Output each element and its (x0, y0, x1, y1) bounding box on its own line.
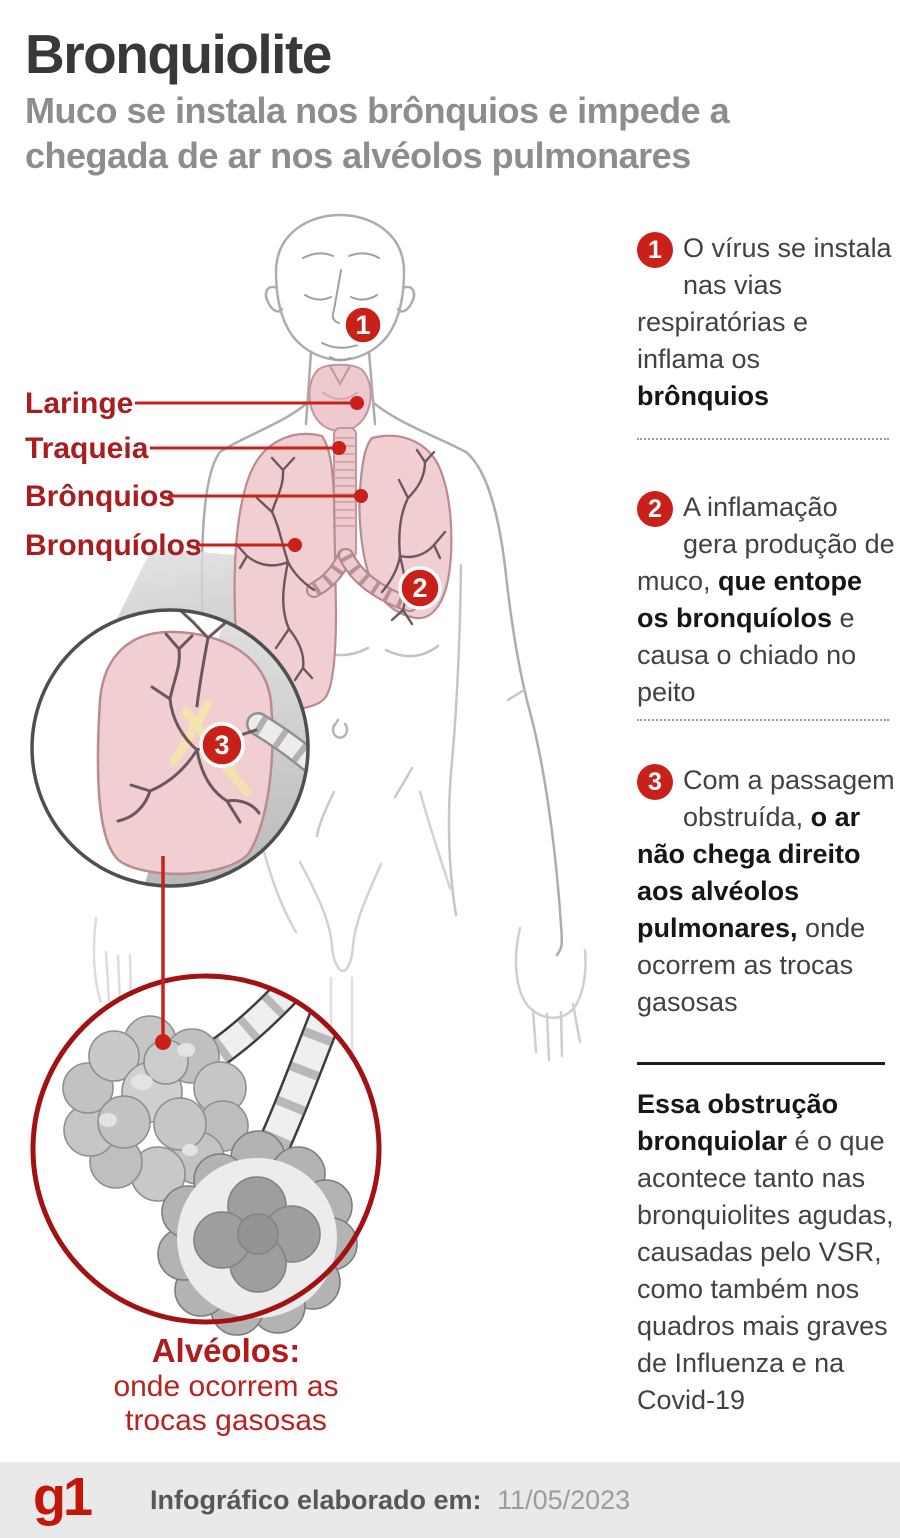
anatomy-label-bronquiolos: Bronquíolos (25, 529, 202, 562)
footer-credit-label: Infográfico elaborado em: (150, 1485, 482, 1515)
hips-ghost (260, 790, 452, 973)
hand-right-ghost (514, 926, 587, 1062)
zoom-connector (155, 856, 171, 1050)
alveoli-ring (30, 973, 382, 1325)
step-2-text: A inflamação gera produção de muco, que … (637, 492, 895, 707)
larynx (308, 363, 372, 433)
magnifier-bronchiole: 3 (30, 608, 310, 888)
anatomy-pointer-lines (135, 401, 356, 547)
divider-dotted-2 (637, 719, 889, 721)
marker-1: 1 (342, 304, 384, 346)
step-3-text: Com a passagem obstruída, o ar não chega… (637, 765, 895, 1017)
anatomy-label-laringe: Laringe (25, 387, 133, 420)
ear-left (264, 285, 284, 313)
alveoli-caption-body: onde ocorrem as trocas gasosas (113, 1370, 339, 1437)
step-3-badge: 3 (637, 764, 673, 800)
svg-text:2: 2 (412, 573, 427, 603)
bronchiole-tube-zoom (246, 712, 308, 788)
svg-text:3: 3 (214, 730, 229, 760)
magnifier-alveoli (30, 973, 382, 1336)
hand-left-ghost (92, 916, 133, 1006)
page-subtitle: Muco se instala nos brônquios e impede a… (25, 90, 730, 176)
anatomy-illustration: Laringe Traqueia Brônquios Bronquíolos 1… (25, 213, 587, 1336)
page-title: Bronquiolite (25, 23, 332, 85)
alveoli-caption-title: Alvéolos: (151, 1332, 301, 1369)
g1-logo: g1 (33, 1467, 93, 1527)
step-1-text: O vírus se instala nas vias respiratória… (637, 233, 892, 411)
anatomy-pointer-dots (288, 396, 368, 552)
note-block: Essa obstrução bronquiolar é o que acont… (637, 1086, 897, 1419)
larynx-trachea (308, 363, 372, 559)
svg-text:1: 1 (355, 310, 370, 340)
divider-solid (637, 1062, 885, 1065)
step-2-badge: 2 (637, 491, 673, 527)
divider-dotted-1 (637, 438, 889, 440)
anatomy-label-traqueia: Traqueia (25, 432, 149, 465)
note-text: Essa obstrução bronquiolar é o que acont… (637, 1089, 894, 1415)
footer-credit-date: 11/05/2023 (497, 1485, 631, 1515)
step-1-badge: 1 (637, 232, 673, 268)
face-features (302, 252, 380, 362)
marker-3: 3 (199, 722, 245, 768)
bronchial-tree-right (380, 448, 447, 626)
ear-right (396, 285, 416, 313)
footer-credit: Infográfico elaborado em: 11/05/2023 (150, 1485, 630, 1516)
head-outline (274, 213, 406, 362)
anatomy-label-bronquios: Brônquios (25, 480, 175, 513)
alveoli-cluster-light (62, 1015, 249, 1202)
lung-lobe-zoom (96, 630, 274, 876)
alveoli-caption: Alvéolos: onde ocorrem as trocas gasosas (95, 1334, 357, 1438)
footer-bar: g1 Infográfico elaborado em: 11/05/2023 (0, 1462, 900, 1538)
navel (331, 718, 349, 739)
marker-2: 2 (398, 566, 442, 610)
